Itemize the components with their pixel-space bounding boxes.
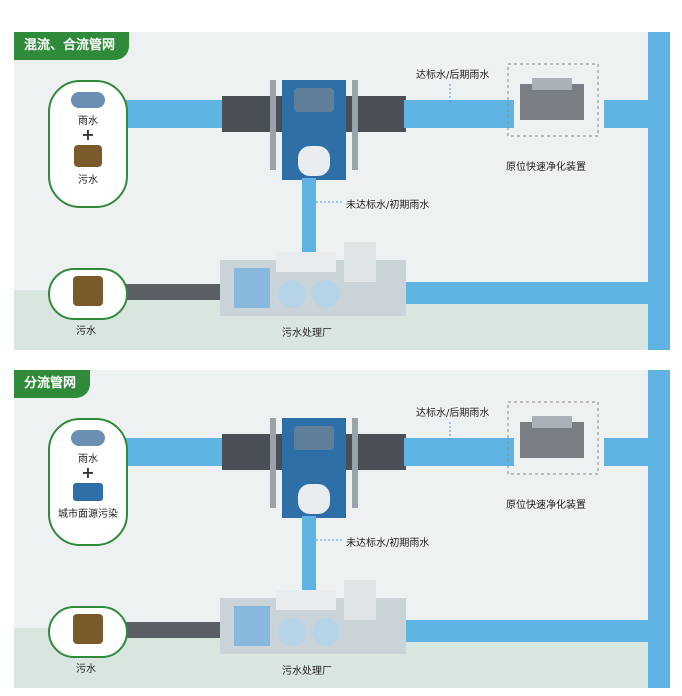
substandard-pipe [302, 516, 316, 608]
source-box: 雨水 + 污水 [48, 80, 128, 208]
rain-label: 雨水 [78, 454, 98, 465]
panel-combined-sewer: 混流、合流管网 雨水 + 污水 污水 达标水/后期雨水 原位快速净化装置 未达标… [14, 32, 670, 350]
device-top [532, 416, 572, 428]
panel-title: 混流、合流管网 [14, 32, 130, 60]
sewage-source-box [48, 268, 128, 320]
plant-label: 污水处理厂 [282, 666, 332, 677]
truck-icon [73, 483, 103, 501]
chamber-gate [298, 484, 330, 514]
aeration-basin [234, 606, 270, 646]
river-channel [648, 370, 670, 688]
standard-water-label: 达标水/后期雨水 [416, 70, 490, 81]
source-box: 雨水 + 城市面源污染 [48, 418, 128, 546]
rain-cloud-icon [71, 92, 105, 108]
standard-water-pipe [404, 100, 514, 128]
plus-sign: + [81, 463, 95, 482]
chamber-gate [298, 146, 330, 176]
plant-building [276, 252, 336, 272]
rain-label: 雨水 [78, 116, 98, 127]
device-label: 原位快速净化装置 [506, 162, 586, 173]
chamber-cover [294, 88, 334, 112]
valve-rod-left [270, 418, 276, 508]
standard-water-label: 达标水/后期雨水 [416, 408, 490, 419]
substandard-water-label: 未达标水/初期雨水 [346, 200, 430, 211]
panel-title: 分流管网 [14, 370, 91, 398]
second-source-label: 城市面源污染 [58, 509, 118, 520]
plant-label: 污水处理厂 [282, 328, 332, 339]
device-label: 原位快速净化装置 [506, 500, 586, 511]
treated-water-pipe [404, 620, 650, 642]
device-outflow-pipe [604, 100, 650, 128]
valve-rod-right [352, 80, 358, 170]
device-frame [507, 401, 599, 475]
treated-water-pipe [404, 282, 650, 304]
valve-rod-right [352, 418, 358, 508]
sewage-source-box [48, 606, 128, 658]
chamber-cover [294, 426, 334, 450]
second-source-label: 污水 [78, 175, 98, 186]
panel-separate-sewer: 分流管网 雨水 + 城市面源污染 污水 达标水/后期雨水 原位快速净化装置 未达… [14, 370, 670, 688]
plus-sign: + [81, 125, 95, 144]
substandard-water-label: 未达标水/初期雨水 [346, 538, 430, 549]
sewage-outfall-icon [74, 145, 102, 167]
valve-rod-left [270, 80, 276, 170]
clarifier-tank [278, 280, 306, 308]
aeration-basin [234, 268, 270, 308]
sewage-outfall-icon [73, 276, 103, 306]
device-outflow-pipe [604, 438, 650, 466]
river-channel [648, 32, 670, 350]
device-frame [507, 63, 599, 137]
clarifier-tank [312, 280, 340, 308]
plant-tower [344, 580, 376, 620]
sewage-pipe [124, 622, 224, 638]
flow-diagram [14, 32, 670, 350]
sewage-label: 污水 [76, 664, 96, 675]
sewage-outfall-icon [73, 614, 103, 644]
rain-cloud-icon [71, 430, 105, 446]
plant-tower [344, 242, 376, 282]
device-top [532, 78, 572, 90]
plant-building [276, 590, 336, 610]
substandard-pipe [302, 178, 316, 270]
standard-water-pipe [404, 438, 514, 466]
sewage-pipe [124, 284, 224, 300]
clarifier-tank [312, 618, 340, 646]
sewage-label: 污水 [76, 326, 96, 337]
clarifier-tank [278, 618, 306, 646]
